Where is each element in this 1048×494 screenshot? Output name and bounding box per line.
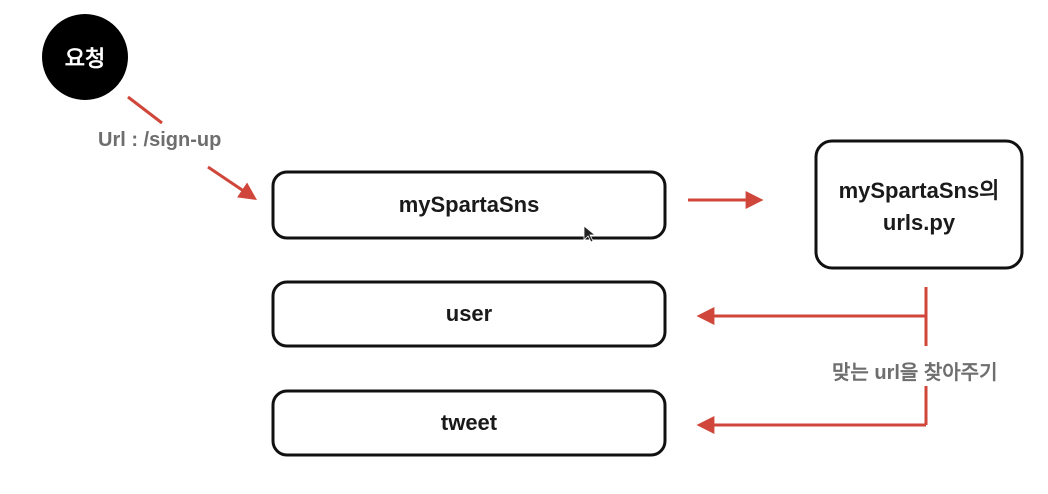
request-arrow-lower	[207, 165, 257, 201]
main-node-box	[271, 170, 667, 240]
user-node-label: user	[445, 301, 493, 326]
main-node-label: mySpartaSns	[398, 192, 540, 217]
tweet-node-box	[271, 389, 667, 457]
start-node	[42, 14, 128, 100]
urls-node-label-line1: mySpartaSns의	[838, 178, 1000, 203]
branch-label: 맞는 url을 찾아주기	[832, 362, 998, 384]
urls-node-box	[814, 139, 1024, 270]
tweet-node-label: tweet	[440, 410, 498, 435]
start-node-label: 요청	[64, 46, 106, 71]
request-label: Url : /sign-up	[98, 129, 222, 151]
request-arrow-upper	[127, 95, 163, 125]
mouse-cursor-icon	[583, 225, 597, 243]
urls-node-label-line2: urls.py	[882, 210, 956, 235]
user-node-box	[271, 280, 667, 348]
